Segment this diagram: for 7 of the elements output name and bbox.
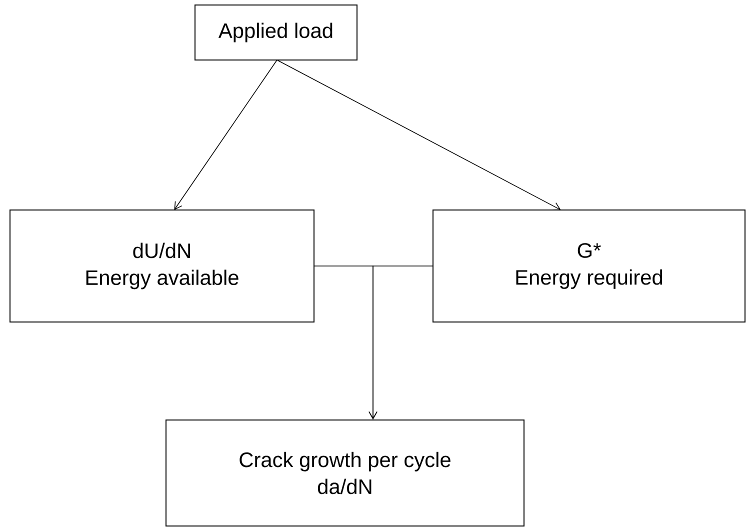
process-box: Crack growth per cycle da/dN (166, 420, 524, 526)
process-box: G* Energy required (432, 210, 746, 322)
process-box: dU/dN Energy available (10, 210, 314, 322)
arrow (368, 266, 433, 420)
arrow (276, 60, 561, 210)
process-box: Applied load (194, 4, 358, 60)
arrow (174, 60, 278, 210)
